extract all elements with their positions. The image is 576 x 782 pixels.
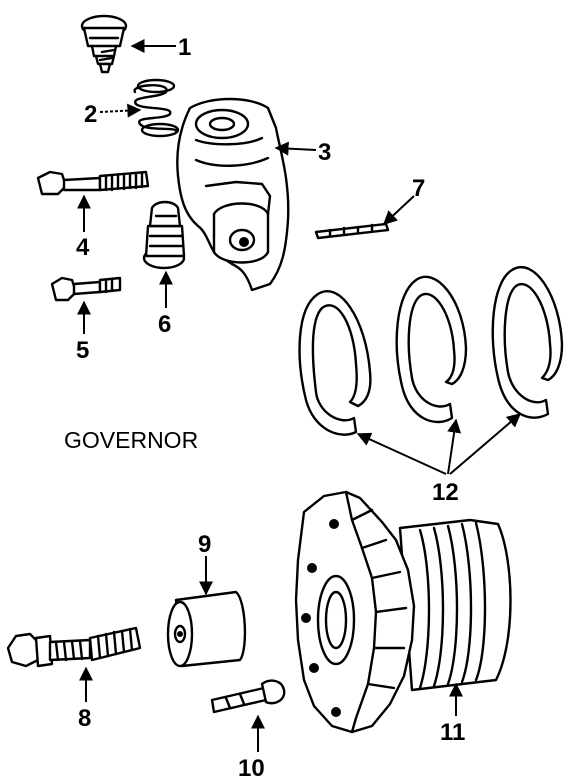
part-6-valve: [142, 200, 186, 270]
part-1-valve: [80, 14, 128, 74]
callout-11: 11: [440, 719, 465, 746]
callout-3: 3: [318, 139, 331, 166]
callout-4: 4: [76, 234, 90, 261]
part-10-pin: [210, 679, 286, 714]
callout-5: 5: [76, 337, 89, 364]
callout-9: 9: [198, 531, 211, 558]
part-4-bolt: [36, 170, 150, 196]
part-8-bolt: [6, 626, 142, 668]
callout-6: 6: [158, 311, 171, 338]
callout-labels: 1 2 3 4 5 6 7 8 9 10 11 12: [76, 34, 465, 782]
part-7-pin: [314, 222, 390, 240]
part-2-spring: [133, 78, 180, 138]
callout-12: 12: [432, 479, 459, 506]
part-3-governor-body: [176, 97, 290, 292]
part-12-seal-rings: [298, 266, 564, 436]
leader-lines: [77, 39, 522, 752]
part-11-governor-support: [294, 490, 512, 734]
callout-8: 8: [78, 705, 91, 732]
callout-1: 1: [178, 34, 191, 61]
callout-10: 10: [238, 755, 265, 782]
diagram-title: GOVERNOR: [64, 427, 198, 453]
part-9-weight: [166, 590, 247, 668]
part-5-bolt: [50, 276, 122, 302]
callout-7: 7: [412, 175, 425, 202]
callout-2: 2: [84, 101, 97, 128]
